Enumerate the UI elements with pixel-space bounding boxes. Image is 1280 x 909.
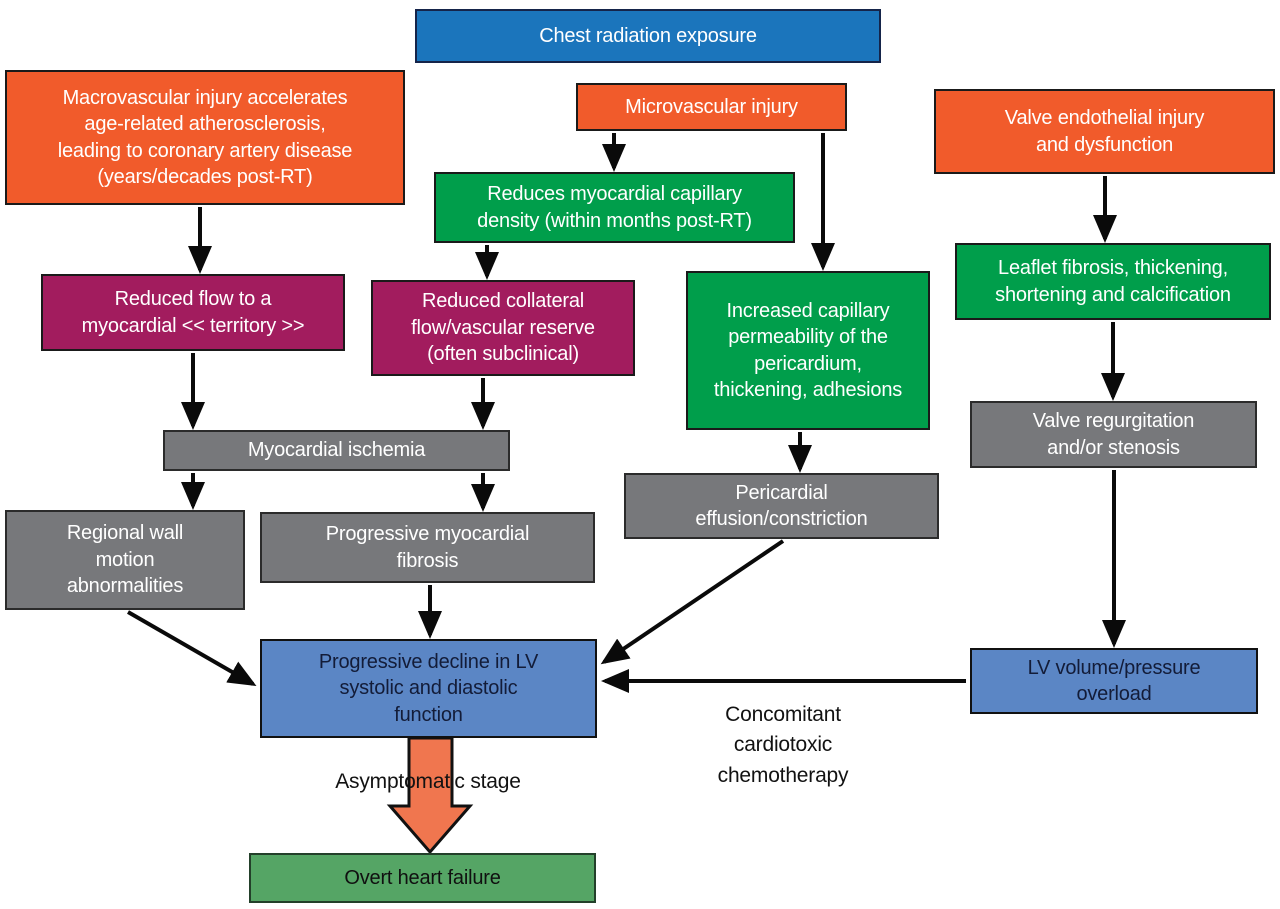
asymptomatic-stage-block-arrow	[386, 736, 474, 855]
node-myocardial-ischemia: Myocardial ischemia	[163, 430, 510, 471]
node-chest-radiation-exposure: Chest radiation exposure	[415, 9, 881, 63]
node-progressive-decline-lv-function: Progressive decline in LV systolic and d…	[260, 639, 597, 738]
node-overt-heart-failure: Overt heart failure	[249, 853, 596, 903]
node-leaflet-fibrosis: Leaflet fibrosis, thickening, shortening…	[955, 243, 1271, 320]
label-concomitant-cardiotoxic-chemotherapy: Concomitant cardiotoxic chemotherapy	[717, 703, 849, 787]
flow-arrows	[127, 133, 1126, 693]
node-pericardial-effusion-constriction: Pericardial effusion/constriction	[624, 473, 939, 539]
node-reduced-flow-territory: Reduced flow to a myocardial << territor…	[41, 274, 345, 351]
node-lv-volume-pressure-overload: LV volume/pressure overload	[970, 648, 1258, 714]
node-microvascular-injury: Microvascular injury	[576, 83, 847, 131]
label-asymptomatic-stage: Asymptomatic stage	[335, 770, 521, 793]
node-regional-wall-motion-abnormalities: Regional wall motion abnormalities	[5, 510, 245, 610]
node-reduced-collateral-flow: Reduced collateral flow/vascular reserve…	[371, 280, 635, 376]
node-macrovascular-injury: Macrovascular injury accelerates age-rel…	[5, 70, 405, 205]
node-valve-endothelial-injury: Valve endothelial injury and dysfunction	[934, 89, 1275, 174]
node-reduces-myocardial-capillary-density: Reduces myocardial capillary density (wi…	[434, 172, 795, 243]
node-valve-regurgitation-stenosis: Valve regurgitation and/or stenosis	[970, 401, 1257, 468]
node-progressive-myocardial-fibrosis: Progressive myocardial fibrosis	[260, 512, 595, 583]
node-increased-capillary-permeability: Increased capillary permeability of the …	[686, 271, 930, 430]
